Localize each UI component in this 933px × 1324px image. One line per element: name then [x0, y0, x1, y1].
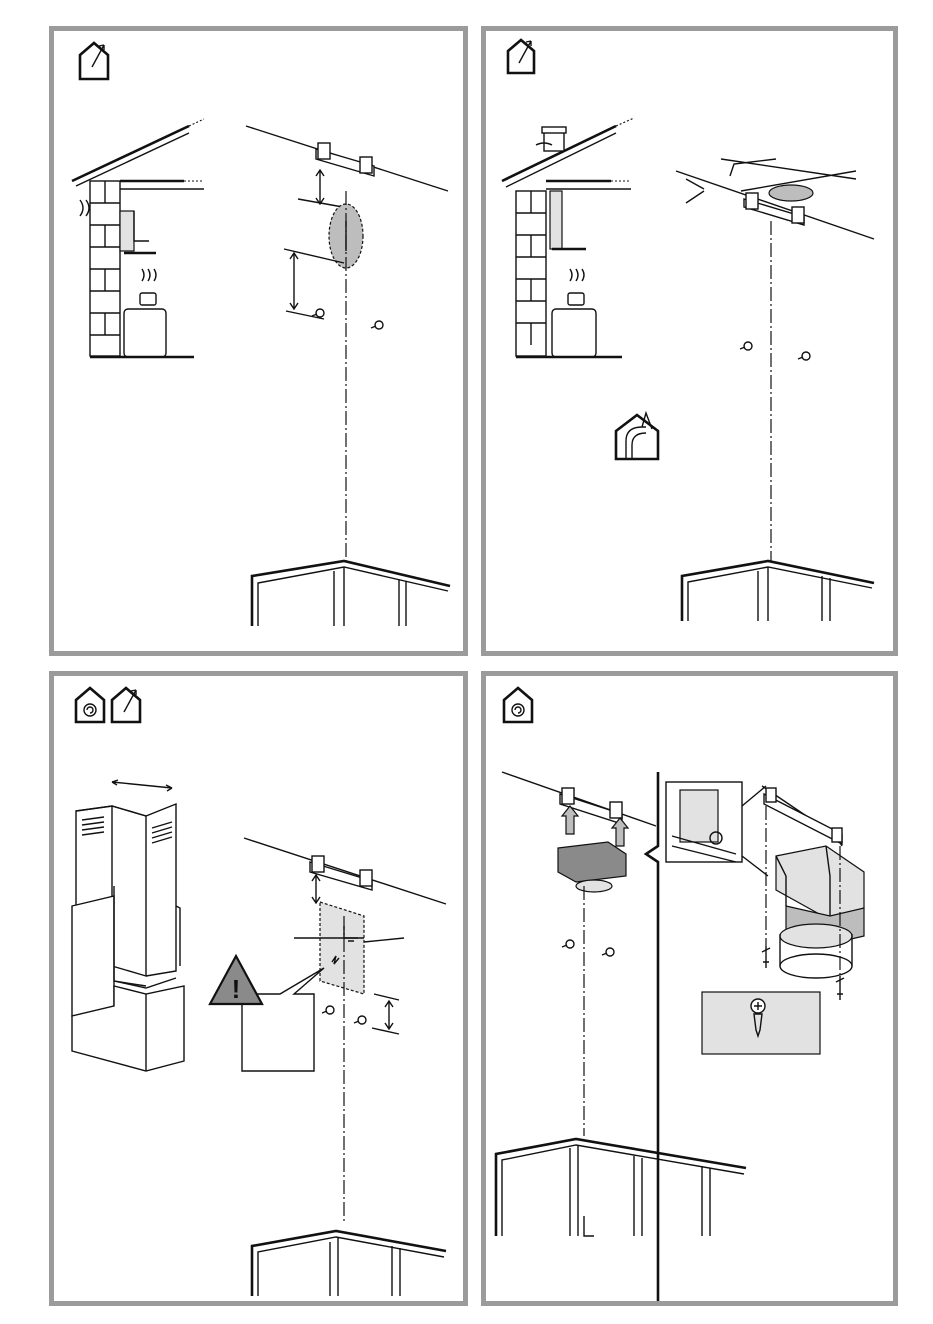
panel-exhaust-wall-mount — [49, 26, 468, 656]
house-recirculation-icon — [504, 688, 532, 722]
panel-exhaust-ceiling-duct — [481, 26, 898, 656]
recirculation-deflector-exploded-diagram — [762, 786, 864, 1000]
kitchen-cabinet-diagram — [496, 1139, 746, 1236]
screw-detail-box — [702, 992, 820, 1054]
chimney-hood-illustration — [72, 780, 184, 1071]
ceiling-bracket-diagram — [246, 126, 448, 561]
house-duct-outlet-icon — [616, 413, 658, 459]
ceiling-bracket-deflector-diagram — [502, 772, 656, 1136]
house-exhaust-icon — [508, 40, 534, 73]
house-exhaust-icon — [112, 688, 140, 722]
kitchen-cabinet-diagram — [252, 1231, 446, 1296]
kitchen-cabinet-diagram — [252, 561, 450, 626]
kitchen-wall-illustration — [72, 119, 204, 357]
house-exhaust-icon — [80, 43, 108, 79]
warning-symbol: ! — [232, 974, 241, 1004]
kitchen-roof-duct-illustration — [502, 118, 634, 357]
panel-chimney-ceiling-mount: ! — [49, 671, 468, 1306]
kitchen-cabinet-diagram — [682, 561, 874, 621]
ceiling-bracket-duct-diagram — [676, 159, 874, 561]
house-recirculation-icon — [76, 688, 104, 722]
panel-recirculation-filter-mount — [481, 671, 898, 1306]
warning-callout: ! — [210, 956, 324, 1071]
